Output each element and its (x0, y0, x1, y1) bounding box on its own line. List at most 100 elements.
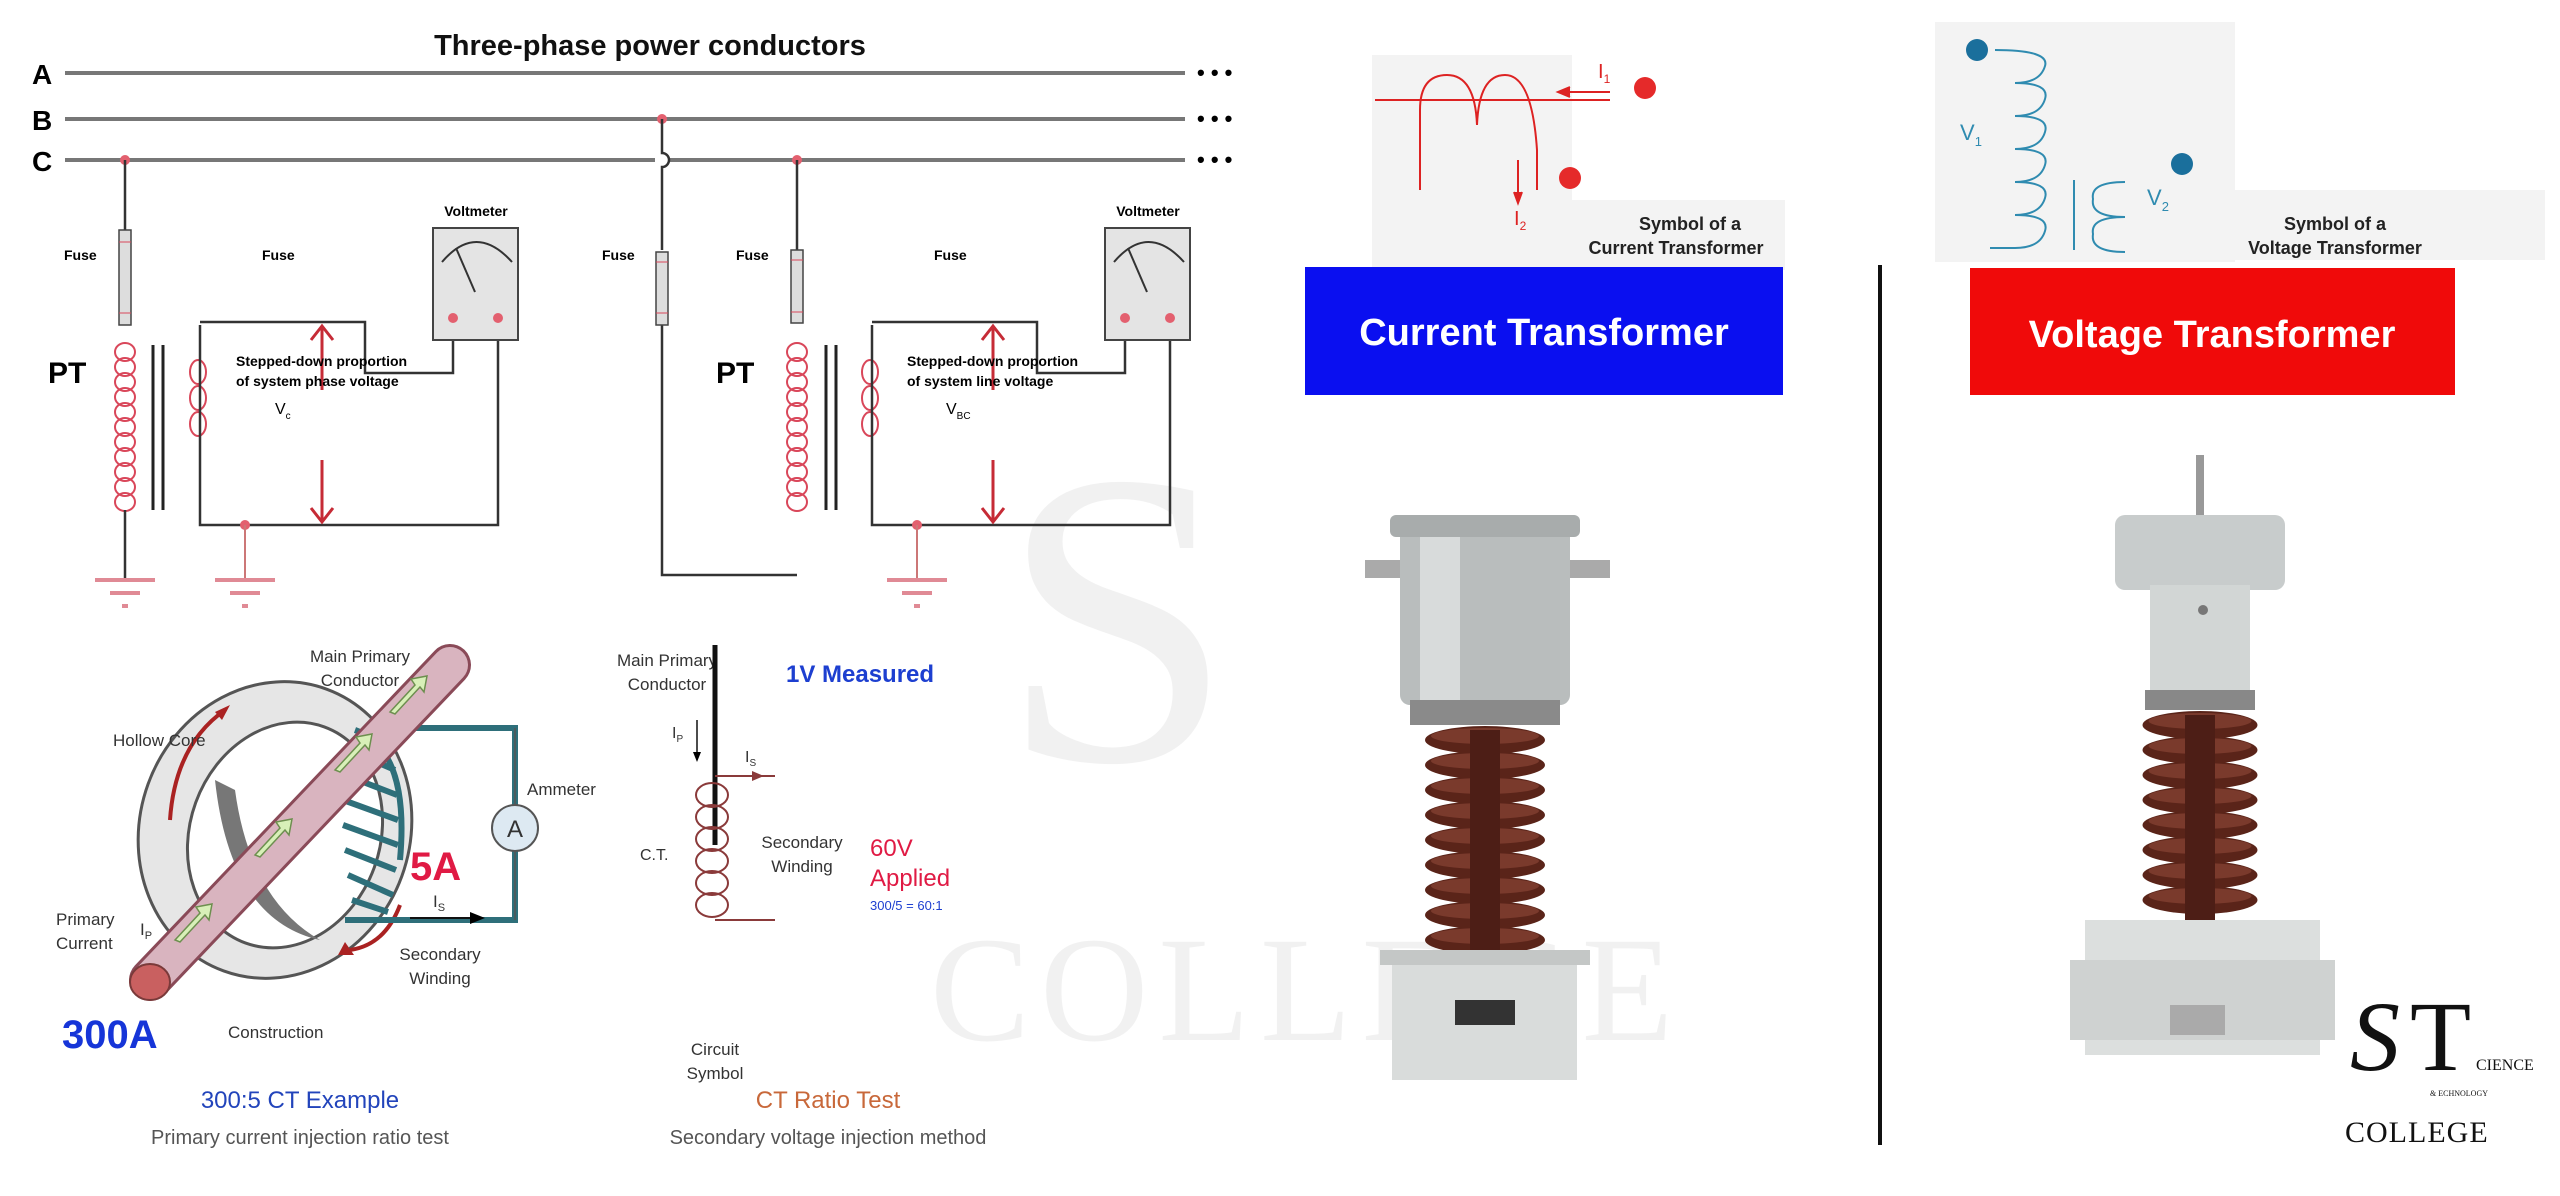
description-line-2: of system phase voltage (236, 373, 399, 389)
logo-line-2: & ECHNOLOGY (2430, 1089, 2488, 1098)
coil-loop (114, 432, 136, 452)
vt-secondary-coil (2091, 181, 2126, 253)
coil-loop (786, 492, 808, 512)
logo-line-3: COLLEGE (2345, 1116, 2489, 1149)
primary-current-value: 300A (62, 1013, 158, 1057)
continuation-c: • • • (1197, 147, 1232, 172)
coil-loop (114, 357, 136, 377)
hollow-core-label: Hollow Core (113, 731, 206, 750)
ct-ratio-title: CT Ratio Test (756, 1087, 901, 1114)
is-label: IS (433, 892, 445, 914)
coil-loop (786, 447, 808, 467)
ammeter-icon: A (491, 804, 539, 852)
left-pt-circuit: Voltmeter Fuse Fuse PT Stepped-down prop… (48, 155, 519, 608)
logo-letter-s: S (2350, 981, 2400, 1092)
ct-example-subtitle: Primary current injection ratio test (151, 1127, 449, 1149)
measured-label: 1V Measured (786, 661, 934, 688)
is-label: IS (745, 749, 756, 769)
primary-conductor-icon (129, 644, 471, 1001)
ct-banner-label: Current Transformer (1359, 312, 1729, 354)
fuse-icon (790, 249, 804, 324)
ct-banner (1305, 267, 1783, 395)
fuse-label: Fuse (602, 247, 635, 263)
coil-loop (114, 372, 136, 392)
coil-loop (695, 892, 729, 918)
voltage-label: Vc (275, 401, 291, 422)
voltmeter-label: Voltmeter (444, 203, 508, 219)
construction-label: Construction (228, 1023, 323, 1042)
coil-loop (786, 342, 808, 362)
ratio-label: 300/5 = 60:1 (870, 898, 943, 913)
ammeter-symbol: A (507, 816, 523, 843)
coil-loop (695, 804, 729, 830)
coil-loop (189, 411, 207, 437)
coil-loop (695, 826, 729, 852)
coil-loop (786, 357, 808, 377)
voltmeter-label: Voltmeter (1116, 203, 1180, 219)
ct-example-title: 300:5 CT Example (201, 1087, 399, 1114)
ip-label: IP (672, 725, 683, 745)
fuse-label: Fuse (262, 247, 295, 263)
is-arrow (410, 912, 485, 924)
coil-loop (695, 870, 729, 896)
coil-loop (786, 387, 808, 407)
coil-loop (861, 359, 879, 385)
continuation-b: • • • (1197, 106, 1232, 131)
coil-icon (861, 359, 879, 437)
coil-loop (786, 417, 808, 437)
ct-ratio-subtitle: Secondary voltage injection method (670, 1127, 987, 1149)
fuse-icon (655, 251, 669, 326)
fuse-label: Fuse (736, 247, 769, 263)
coil-loop (189, 359, 207, 385)
coil-loop (114, 402, 136, 422)
pt-label: PT (48, 357, 86, 390)
coil-icon (695, 782, 729, 918)
coil-loop (861, 385, 879, 411)
phase-label-c: C (32, 146, 52, 177)
pt-diagram-title: Three-phase power conductors (434, 30, 866, 62)
middle-b-tap: Fuse (602, 114, 797, 577)
voltage-transformer-photo (2070, 455, 2335, 1055)
coil-icon (114, 342, 136, 512)
coil-loop (114, 417, 136, 437)
voltmeter-icon (1104, 227, 1191, 341)
ground-icon (95, 578, 155, 608)
voltage-arrow (309, 323, 335, 525)
ammeter-label: Ammeter (527, 780, 596, 799)
coil-loop (861, 411, 879, 437)
secondary-current-value: 5A (410, 845, 461, 889)
voltage-label: VBC (946, 401, 971, 422)
description-line-2: of system line voltage (907, 373, 1053, 389)
coil-loop (114, 447, 136, 467)
vt-symbol-icon (1990, 49, 2126, 253)
current-transformer-photo (1365, 515, 1610, 1080)
description-line-1: Stepped-down proportion (907, 353, 1078, 369)
coil-loop (114, 477, 136, 497)
coil-loop (786, 462, 808, 482)
i1-label: I1 (1598, 61, 1611, 86)
coil-loop (786, 402, 808, 422)
coil-loop (786, 372, 808, 392)
vt-primary-coil (1990, 49, 2047, 249)
phase-label-a: A (32, 59, 52, 90)
fuse-icon (118, 229, 132, 326)
coil-loop (189, 385, 207, 411)
coil-loop (114, 462, 136, 482)
coil-loop (786, 432, 808, 452)
college-logo: S T CIENCE & ECHNOLOGY COLLEGE (2345, 981, 2534, 1149)
voltage-arrow (980, 323, 1006, 525)
coil-loop (114, 387, 136, 407)
v2-label: V2 (2147, 185, 2169, 214)
i2-label: I2 (1514, 208, 1527, 233)
continuation-a: • • • (1197, 60, 1232, 85)
phase-label-b: B (32, 105, 52, 136)
